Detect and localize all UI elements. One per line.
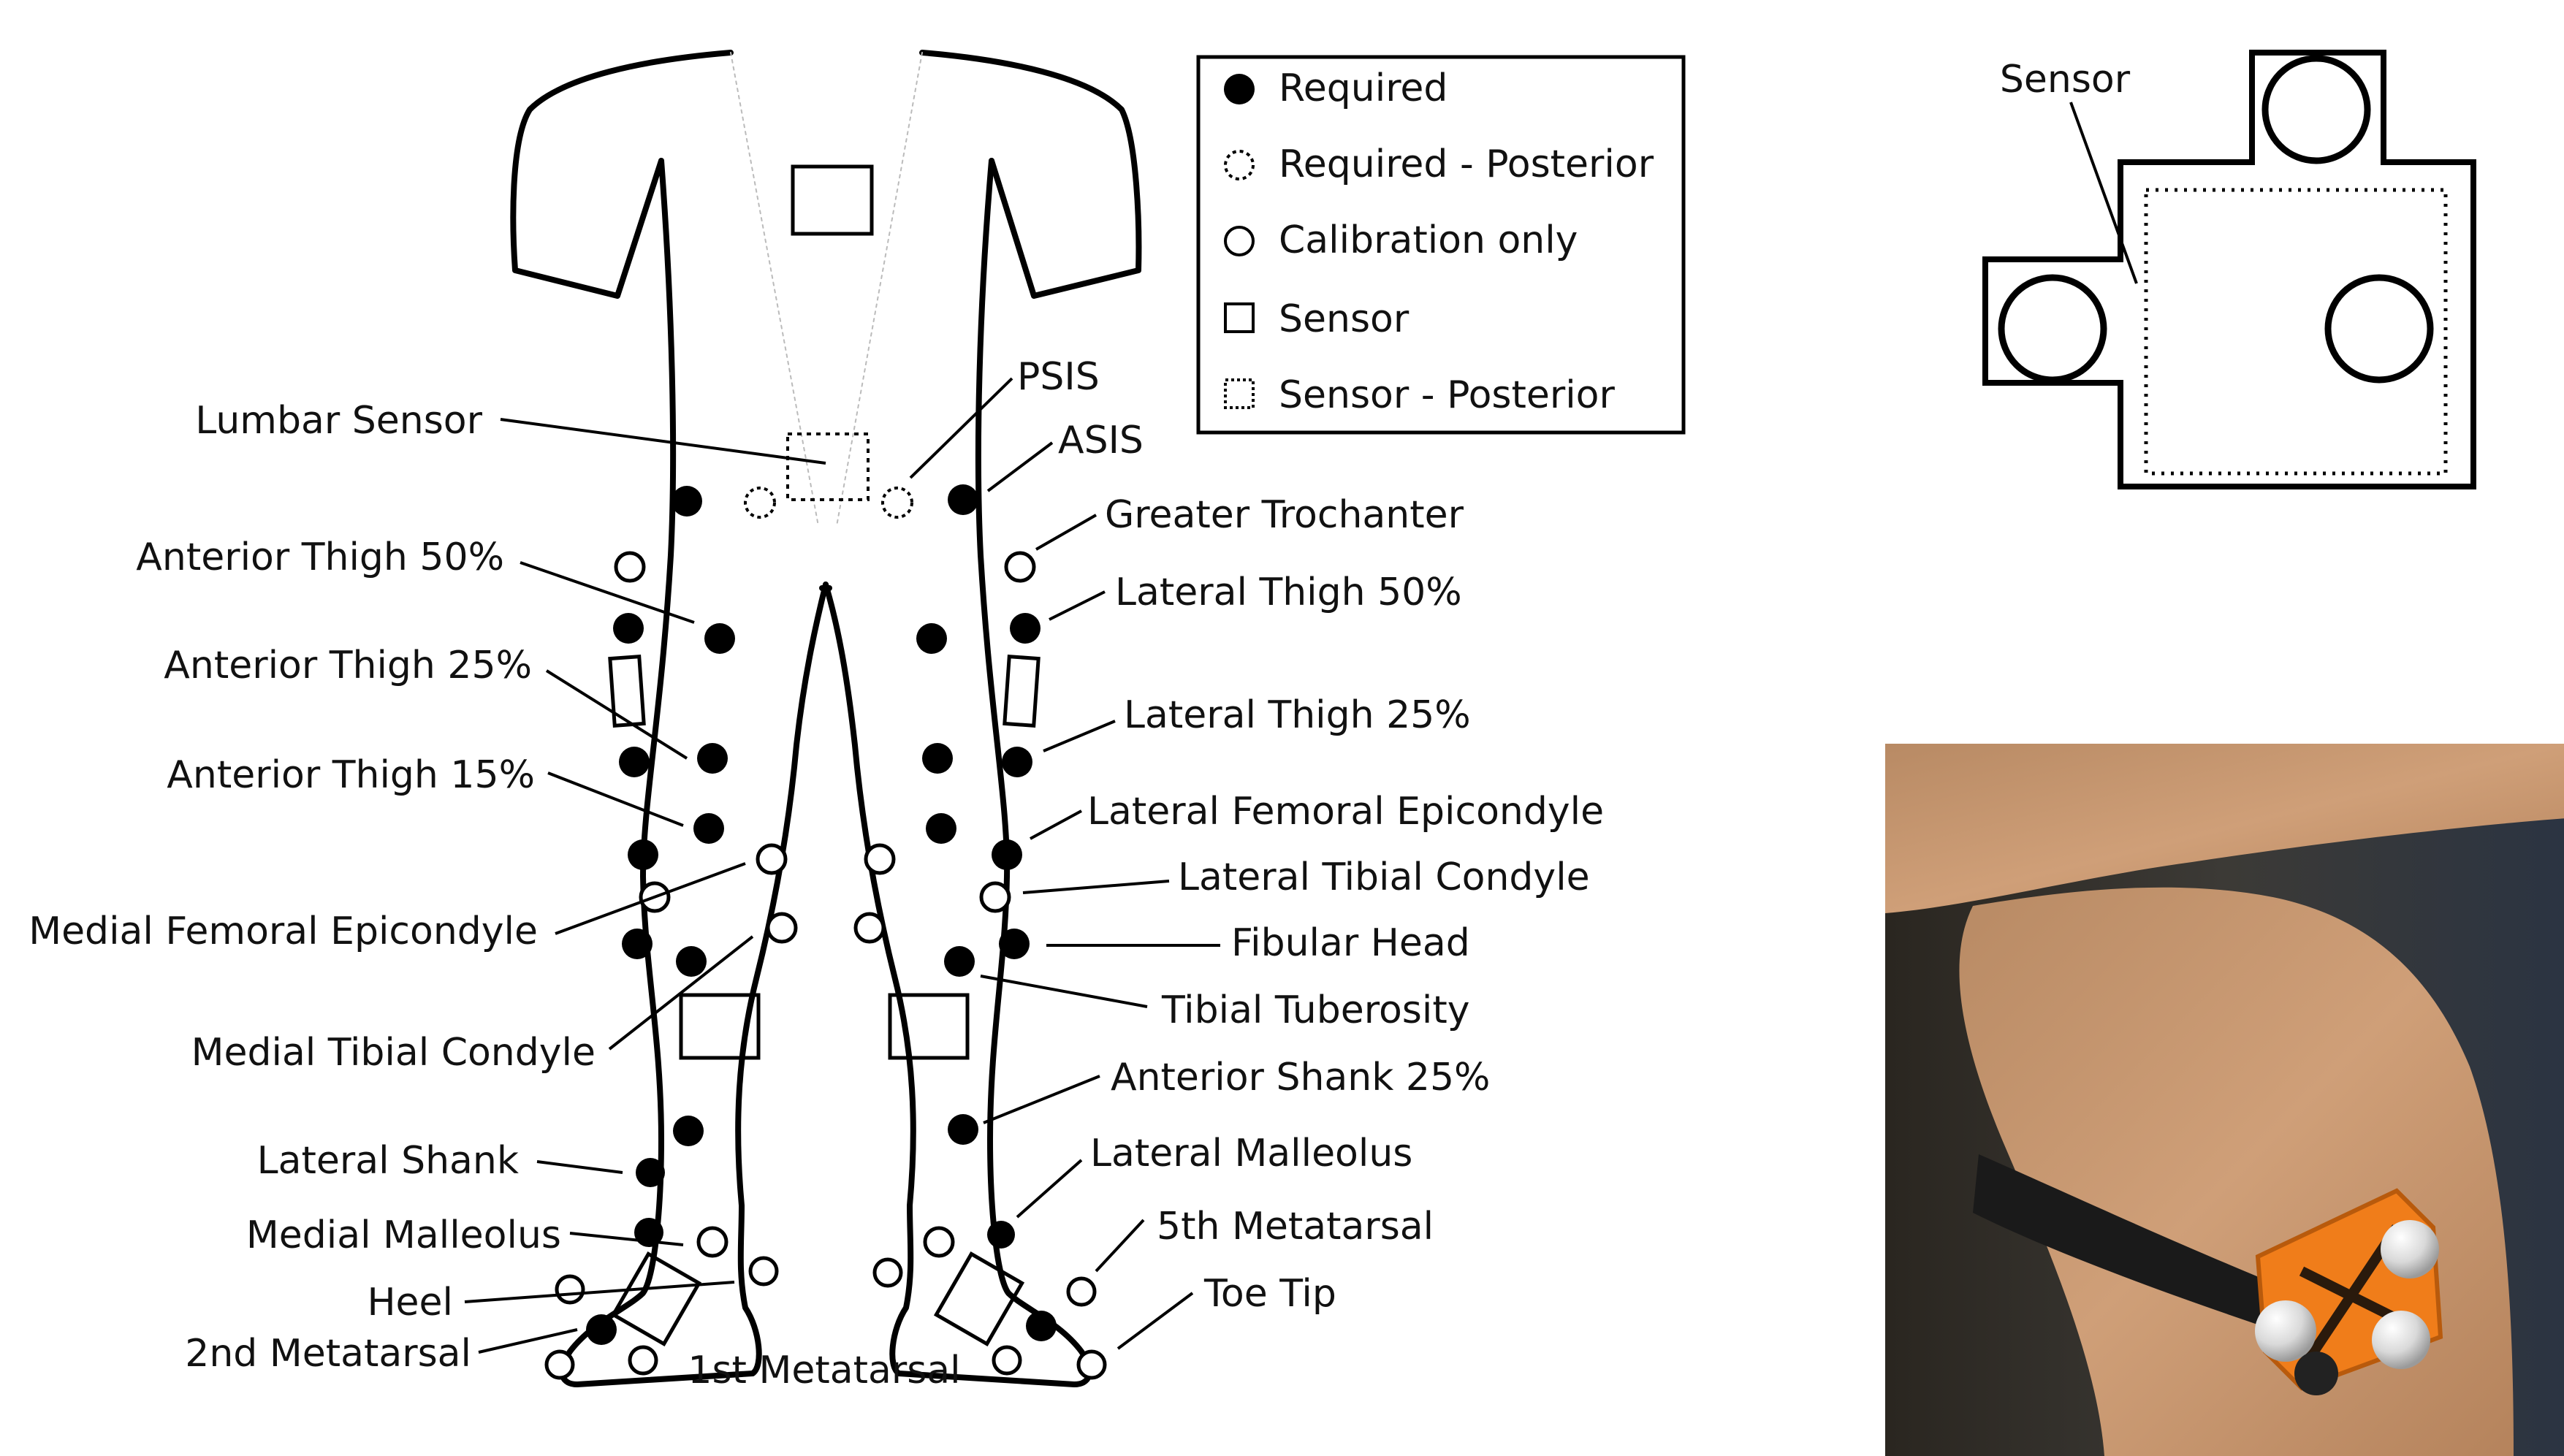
- label-fibular-head: Fibular Head: [1231, 921, 1470, 965]
- legend: Required Required - Posterior Calibratio…: [1196, 55, 1686, 435]
- legend-calibration-only: Calibration only: [1279, 218, 1578, 262]
- label-lateral-thigh-25: Lateral Thigh 25%: [1124, 693, 1471, 737]
- right-shank-sensor: [888, 993, 970, 1060]
- label-lateral-shank: Lateral Shank: [257, 1139, 519, 1183]
- label-psis: PSIS: [1017, 355, 1100, 399]
- label-asis: ASIS: [1058, 419, 1144, 462]
- sensor-detail-label: Sensor: [2000, 58, 2131, 102]
- right-foot-sensor: [933, 1251, 1025, 1346]
- label-heel: Heel: [367, 1281, 453, 1324]
- label-anterior-shank-25: Anterior Shank 25%: [1111, 1056, 1490, 1099]
- sensor-inner-dotted: [2144, 188, 2448, 476]
- label-anterior-thigh-25: Anterior Thigh 25%: [164, 644, 532, 687]
- label-5th-metatarsal: 5th Metatarsal: [1157, 1205, 1434, 1249]
- left-thigh-sensor: [608, 655, 646, 728]
- sensor-detail-leader: [2069, 102, 2138, 284]
- legend-sensor-posterior-swatch: [1224, 378, 1255, 409]
- left-foot-sensor: [610, 1251, 702, 1346]
- label-medial-tibial-condyle: Medial Tibial Condyle: [191, 1031, 596, 1075]
- label-anterior-thigh-15: Anterior Thigh 15%: [167, 753, 535, 797]
- leader-lines: [464, 377, 1220, 1354]
- label-lateral-thigh-50: Lateral Thigh 50%: [1115, 571, 1462, 614]
- lumbar-sensor: [786, 432, 870, 501]
- legend-required-swatch: [1224, 74, 1255, 104]
- photo-strap: [1973, 1154, 2294, 1337]
- sensor-detail-diagram: Sensor: [1982, 50, 2476, 489]
- legend-required: Required: [1279, 66, 1448, 110]
- label-anterior-thigh-50: Anterior Thigh 50%: [136, 535, 504, 579]
- legend-sensor: Sensor: [1279, 297, 1410, 341]
- knee-photo: [1885, 744, 2564, 1456]
- marker-labels: Lumbar Sensor PSIS ASIS Greater Trochant…: [28, 355, 1604, 1392]
- body-outline: [510, 50, 1142, 1387]
- label-lumbar-sensor: Lumbar Sensor: [195, 399, 482, 443]
- legend-sensor-swatch: [1224, 302, 1255, 333]
- legend-calibration-swatch: [1224, 226, 1255, 256]
- label-tibial-tuberosity: Tibial Tuberosity: [1161, 988, 1469, 1032]
- label-medial-malleolus: Medial Malleolus: [246, 1213, 561, 1257]
- legend-sensor-posterior: Sensor - Posterior: [1279, 373, 1615, 417]
- label-1st-metatarsal: 1st Metatarsal: [688, 1349, 960, 1392]
- label-greater-trochanter: Greater Trochanter: [1105, 493, 1464, 537]
- label-lateral-tibial-condyle: Lateral Tibial Condyle: [1178, 855, 1590, 899]
- legend-box: [1196, 55, 1686, 435]
- sensor-marker-top: [2261, 55, 2371, 164]
- photo-sensor-mount: [2255, 1188, 2443, 1395]
- sensor-housing-outline: [1982, 50, 2476, 489]
- sensor-marker-left: [1998, 274, 2107, 384]
- right-thigh-sensor: [1003, 655, 1041, 728]
- photo-thigh: [1885, 744, 2564, 913]
- sensor-marker-right: [2324, 274, 2434, 384]
- calibration-markers: [544, 551, 1107, 1380]
- label-toe-tip: Toe Tip: [1203, 1272, 1336, 1316]
- legend-required-posterior-swatch: [1224, 150, 1255, 180]
- left-shank-sensor: [679, 993, 761, 1060]
- label-lateral-femoral-epicondyle: Lateral Femoral Epicondyle: [1087, 790, 1604, 834]
- label-medial-femoral-epicondyle: Medial Femoral Epicondyle: [28, 910, 538, 953]
- chest-sensor: [791, 164, 874, 236]
- label-lateral-malleolus: Lateral Malleolus: [1090, 1132, 1412, 1175]
- legend-required-posterior: Required - Posterior: [1279, 142, 1654, 186]
- required-posterior-markers: [744, 487, 913, 519]
- label-2nd-metatarsal: 2nd Metatarsal: [185, 1332, 471, 1376]
